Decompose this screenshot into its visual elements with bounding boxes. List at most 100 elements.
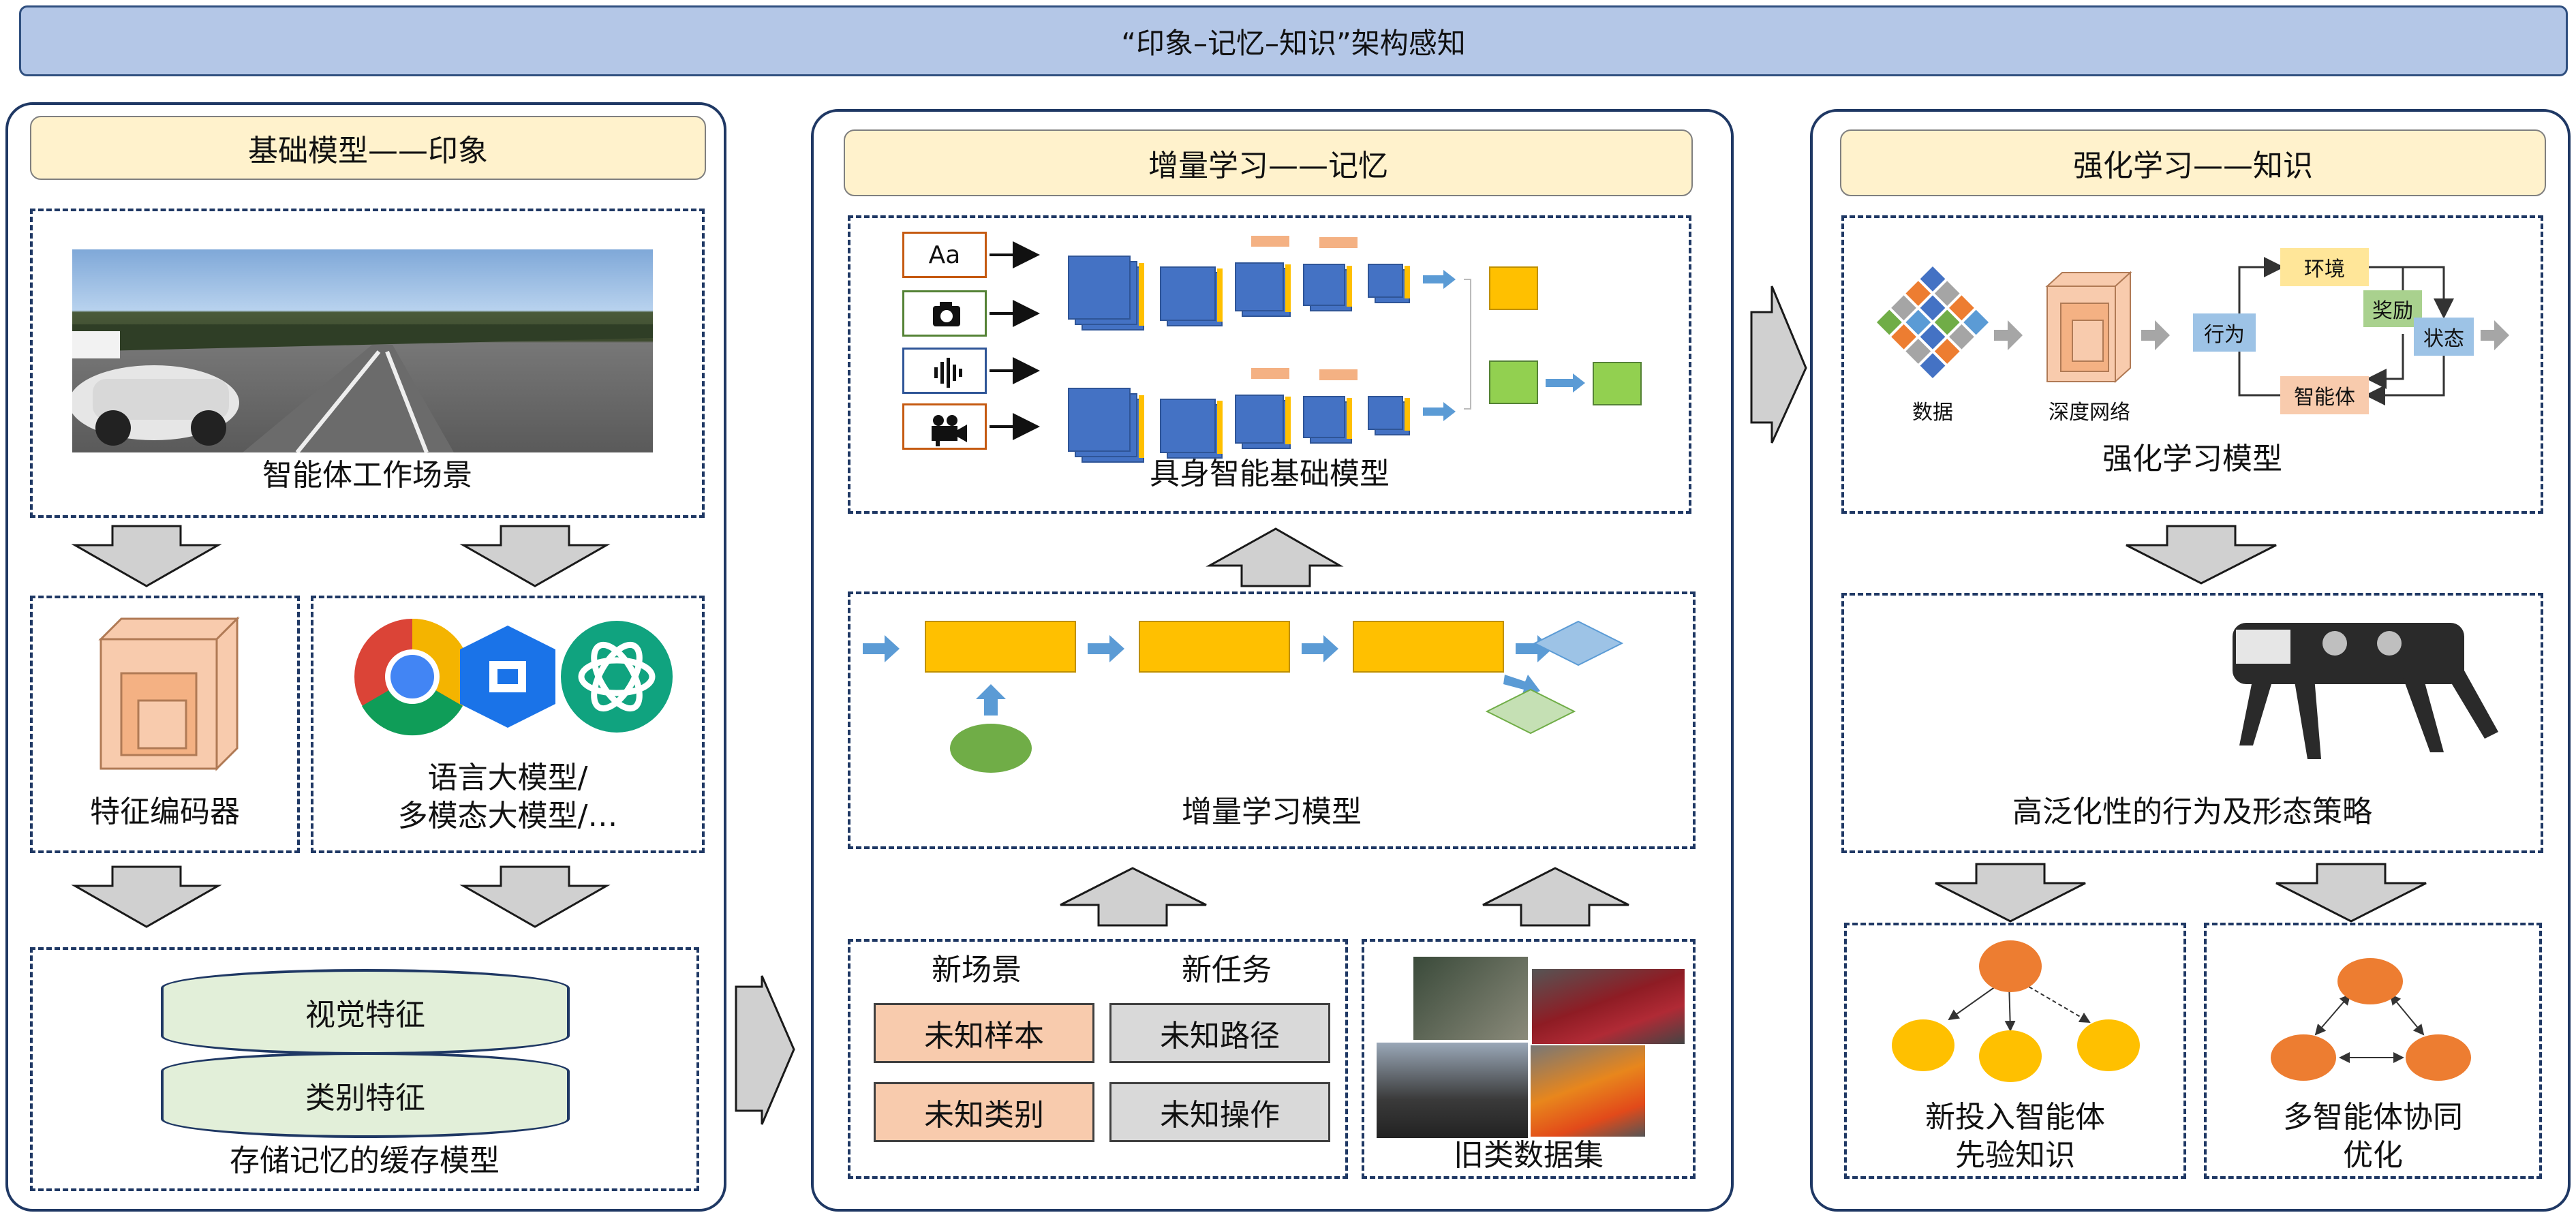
incremental-stage-3 xyxy=(1353,621,1504,673)
agent-node-top xyxy=(2337,958,2403,1004)
text-modality-icon: Aa xyxy=(902,232,987,278)
reward-box: 奖励 xyxy=(2363,290,2422,327)
cylinder-visual-features: 视觉特征 xyxy=(161,969,570,1055)
state-label: 状态 xyxy=(2423,327,2464,351)
unknown-operation-box: 未知操作 xyxy=(1109,1082,1330,1142)
highway-scene-image xyxy=(72,249,653,452)
action-label: 行为 xyxy=(2204,323,2245,347)
old-dataset-box: 旧类数据集 xyxy=(1362,939,1696,1179)
unknown-path-box: 未知路径 xyxy=(1109,1003,1330,1063)
robot-dog-image xyxy=(2233,623,2498,759)
reward-label: 奖励 xyxy=(2372,299,2413,323)
output-diamond-blue xyxy=(1533,620,1624,666)
cylinder-top-label: 视觉特征 xyxy=(305,998,425,1032)
feature-stack-top xyxy=(1068,236,1410,330)
unknown-sample-label: 未知样本 xyxy=(924,1019,1044,1053)
rl-diagram xyxy=(1876,257,2509,405)
multi-agent-box: 多智能体协同 优化 xyxy=(2204,923,2542,1179)
page-title: “印象–记忆–知识”架构感知 xyxy=(1121,26,1466,60)
right-arrow-2 xyxy=(1750,286,1807,444)
llm-box: 语言大模型/ 多模态大模型/… xyxy=(311,596,705,853)
tree-child-node-3 xyxy=(2077,1019,2140,1071)
text-modality-label: Aa xyxy=(928,241,961,269)
environment-label: 环境 xyxy=(2304,258,2345,281)
output-block-green-1 xyxy=(1489,360,1538,404)
incremental-stage-2 xyxy=(1139,621,1290,673)
network-diagram xyxy=(990,236,1642,463)
right-panel-header: 强化学习——知识 xyxy=(1840,129,2546,196)
prior-caption-line2: 先验知识 xyxy=(1955,1138,2075,1173)
feature-stack-bottom xyxy=(1068,368,1410,463)
policy-box: 高泛化性的行为及形态策略 xyxy=(1841,593,2543,853)
state-box: 状态 xyxy=(2414,318,2474,356)
left-panel-header: 基础模型——印象 xyxy=(30,116,706,180)
chrome-icon xyxy=(354,618,471,736)
output-block-green-2 xyxy=(1593,362,1642,405)
middle-panel-header-label: 增量学习——记忆 xyxy=(1148,149,1388,183)
incremental-stage-1 xyxy=(925,621,1076,673)
unknown-class-box: 未知类别 xyxy=(874,1082,1094,1142)
agent-box: 智能体 xyxy=(2280,376,2369,414)
embodied-model-box: Aa xyxy=(848,215,1691,514)
dataset-photo-4 xyxy=(1531,1045,1645,1137)
cube-encoder-icon xyxy=(98,616,240,771)
dataset-photo-2 xyxy=(1532,969,1685,1044)
agent-node-right xyxy=(2406,1034,2471,1081)
tree-graph xyxy=(1892,940,2140,1082)
tree-root-node xyxy=(1979,940,2042,992)
prior-knowledge-box: 新投入智能体 先验知识 xyxy=(1844,923,2186,1179)
output-block-yellow xyxy=(1489,266,1538,310)
left-panel xyxy=(5,102,726,1212)
scene-caption: 智能体工作场景 xyxy=(262,458,472,493)
agent-node-left xyxy=(2271,1034,2336,1081)
audio-modality-icon xyxy=(902,348,987,394)
tree-child-node-2 xyxy=(1979,1030,2042,1082)
rl-model-box: 行为 环境 奖励 状态 智能体 数据 深度网络 强化学习模型 xyxy=(1841,215,2543,514)
scene-box: 智能体工作场景 xyxy=(30,209,705,518)
action-box: 行为 xyxy=(2193,313,2256,352)
llm-logos xyxy=(354,618,673,736)
agent-label: 智能体 xyxy=(2294,386,2355,410)
encoder-caption: 特征编码器 xyxy=(90,795,240,829)
cylinder-bottom-label: 类别特征 xyxy=(305,1081,425,1116)
cache-caption: 存储记忆的缓存模型 xyxy=(230,1143,500,1178)
embodied-caption: 具身智能基础模型 xyxy=(1150,457,1390,491)
openai-icon xyxy=(561,621,673,733)
collab-caption-line2: 优化 xyxy=(2343,1138,2403,1173)
unknown-operation-label: 未知操作 xyxy=(1160,1098,1280,1133)
right-panel xyxy=(1810,109,2571,1212)
left-panel-header-label: 基础模型——印象 xyxy=(248,134,488,168)
incremental-caption: 增量学习模型 xyxy=(1182,795,1362,829)
encoder-box: 特征编码器 xyxy=(30,596,300,853)
unknown-sample-box: 未知样本 xyxy=(874,1003,1094,1063)
new-scene-label: 新场景 xyxy=(932,953,1022,987)
network-label: 深度网络 xyxy=(2049,401,2130,425)
video-modality-icon xyxy=(902,403,987,450)
new-data-ellipse xyxy=(950,724,1032,773)
cylinder-class-features: 类别特征 xyxy=(161,1052,570,1138)
new-task-label: 新任务 xyxy=(1182,953,1272,987)
new-scene-task-box: 新场景 新任务 未知样本 未知路径 未知类别 未知操作 xyxy=(848,939,1348,1179)
collab-caption-line1: 多智能体协同 xyxy=(2283,1100,2463,1135)
cache-box: 视觉特征 类别特征 存储记忆的缓存模型 xyxy=(30,947,699,1191)
middle-panel-header: 增量学习——记忆 xyxy=(844,129,1693,196)
data-grid-icon xyxy=(1876,266,1989,379)
title-bar: “印象–记忆–知识”架构感知 xyxy=(19,5,2568,76)
old-dataset-caption: 旧类数据集 xyxy=(1454,1138,1604,1173)
output-diamond-green xyxy=(1485,688,1576,735)
unknown-path-label: 未知路径 xyxy=(1160,1019,1280,1053)
rl-caption: 强化学习模型 xyxy=(2102,442,2282,476)
prior-caption-line1: 新投入智能体 xyxy=(1925,1100,2105,1135)
environment-box: 环境 xyxy=(2280,248,2369,286)
camera-modality-icon xyxy=(902,290,987,337)
tree-child-node-1 xyxy=(1892,1019,1954,1071)
llm-caption-line1: 语言大模型/ xyxy=(427,760,588,795)
incremental-model-box: 增量学习模型 xyxy=(848,591,1696,849)
deep-network-icon xyxy=(2045,271,2132,384)
llm-caption-line2: 多模态大模型/… xyxy=(397,799,618,833)
unknown-class-label: 未知类别 xyxy=(924,1098,1044,1133)
right-arrow-1 xyxy=(735,975,795,1125)
dataset-photo-3 xyxy=(1377,1043,1528,1138)
incremental-flow xyxy=(863,620,1624,773)
middle-panel xyxy=(811,109,1734,1212)
